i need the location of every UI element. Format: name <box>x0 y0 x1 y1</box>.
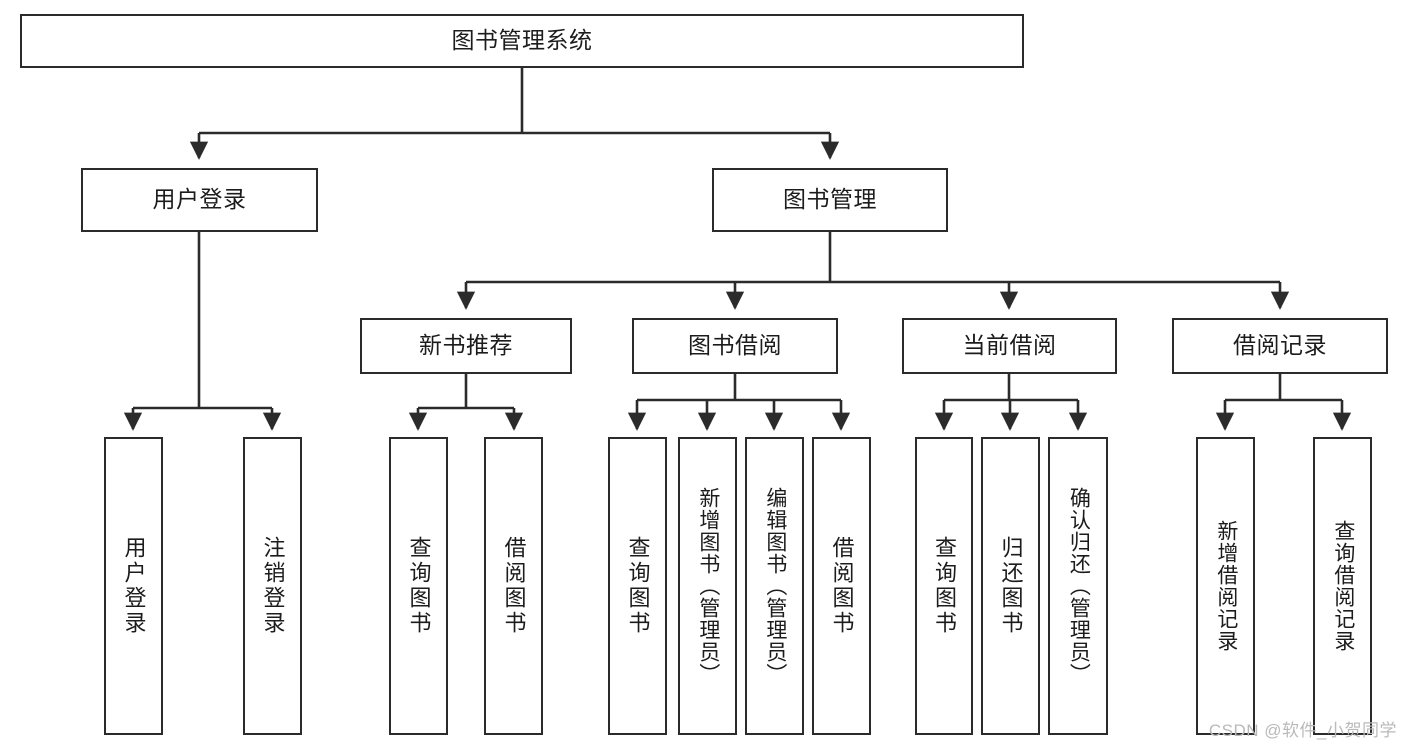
node-label: 归还图书 <box>998 536 1024 636</box>
node-label: 确认归还（管理员） <box>1067 487 1091 685</box>
node-book-borrow[interactable]: 图书借阅 <box>632 318 838 374</box>
node-label: 查询图书 <box>625 536 651 636</box>
node-new-book-recommend[interactable]: 新书推荐 <box>360 318 572 374</box>
leaf-current-query-book[interactable]: 查询图书 <box>915 437 973 735</box>
leaf-borrow-query-book[interactable]: 查询图书 <box>608 437 667 735</box>
csdn-watermark: CSDN @软件_小贺同学 <box>1208 721 1397 740</box>
leaf-borrow-borrow-book[interactable]: 借阅图书 <box>812 437 871 735</box>
node-label: 图书管理 <box>783 186 877 213</box>
leaf-recommend-borrow-book[interactable]: 借阅图书 <box>484 437 543 735</box>
node-label: 借阅图书 <box>829 536 855 636</box>
node-label: 注销登录 <box>260 536 286 636</box>
node-user-login[interactable]: 用户登录 <box>81 168 318 232</box>
leaf-record-add-borrow-record[interactable]: 新增借阅记录 <box>1196 437 1255 735</box>
leaf-record-query-borrow-record[interactable]: 查询借阅记录 <box>1313 437 1372 735</box>
node-root-system[interactable]: 图书管理系统 <box>20 14 1024 68</box>
node-label: 借阅记录 <box>1233 332 1327 359</box>
leaf-user-logout[interactable]: 注销登录 <box>243 437 302 735</box>
node-label: 新增图书（管理员） <box>696 487 720 685</box>
node-label: 用户登录 <box>152 186 247 213</box>
leaf-user-login[interactable]: 用户登录 <box>104 437 163 735</box>
node-label: 新增借阅记录 <box>1214 520 1238 652</box>
node-label: 新书推荐 <box>419 332 513 359</box>
node-label: 编辑图书（管理员） <box>763 487 787 685</box>
node-label: 借阅图书 <box>501 536 527 636</box>
leaf-borrow-edit-book-admin[interactable]: 编辑图书（管理员） <box>745 437 804 735</box>
leaf-recommend-query-book[interactable]: 查询图书 <box>389 437 448 735</box>
leaf-current-confirm-return-admin[interactable]: 确认归还（管理员） <box>1048 437 1108 735</box>
node-label: 查询图书 <box>406 536 432 636</box>
node-label: 用户登录 <box>121 536 147 636</box>
node-label: 查询图书 <box>931 536 957 636</box>
leaf-borrow-add-book-admin[interactable]: 新增图书（管理员） <box>678 437 737 735</box>
node-borrow-record[interactable]: 借阅记录 <box>1172 318 1388 374</box>
node-label: 图书管理系统 <box>451 27 593 54</box>
node-label: 图书借阅 <box>688 332 782 359</box>
leaf-current-return-book[interactable]: 归还图书 <box>981 437 1040 735</box>
node-current-borrow[interactable]: 当前借阅 <box>902 318 1117 374</box>
node-label: 查询借阅记录 <box>1331 520 1355 652</box>
node-label: 当前借阅 <box>962 332 1057 359</box>
node-book-management[interactable]: 图书管理 <box>712 168 948 232</box>
